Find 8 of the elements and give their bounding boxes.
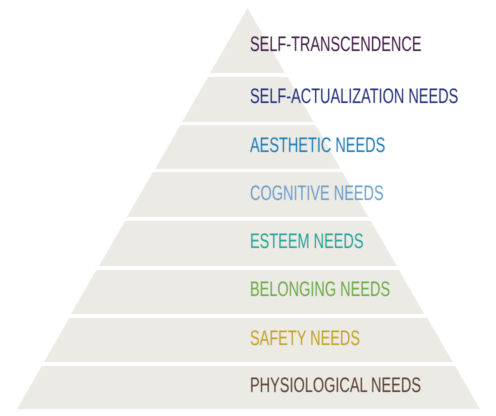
tier-label: SELF-ACTUALIZATION NEEDS bbox=[250, 86, 458, 108]
tier-label: COGNITIVE NEEDS bbox=[250, 183, 384, 205]
tier-label: BELONGING NEEDS bbox=[250, 279, 390, 301]
tier-label: SAFETY NEEDS bbox=[250, 328, 360, 350]
tier-label: SELF-TRANSCENDENCE bbox=[250, 34, 422, 56]
tier-label: ESTEEM NEEDS bbox=[250, 231, 364, 253]
tier-label: AESTHETIC NEEDS bbox=[250, 135, 386, 157]
tier-label: PHYSIOLOGICAL NEEDS bbox=[250, 375, 421, 397]
